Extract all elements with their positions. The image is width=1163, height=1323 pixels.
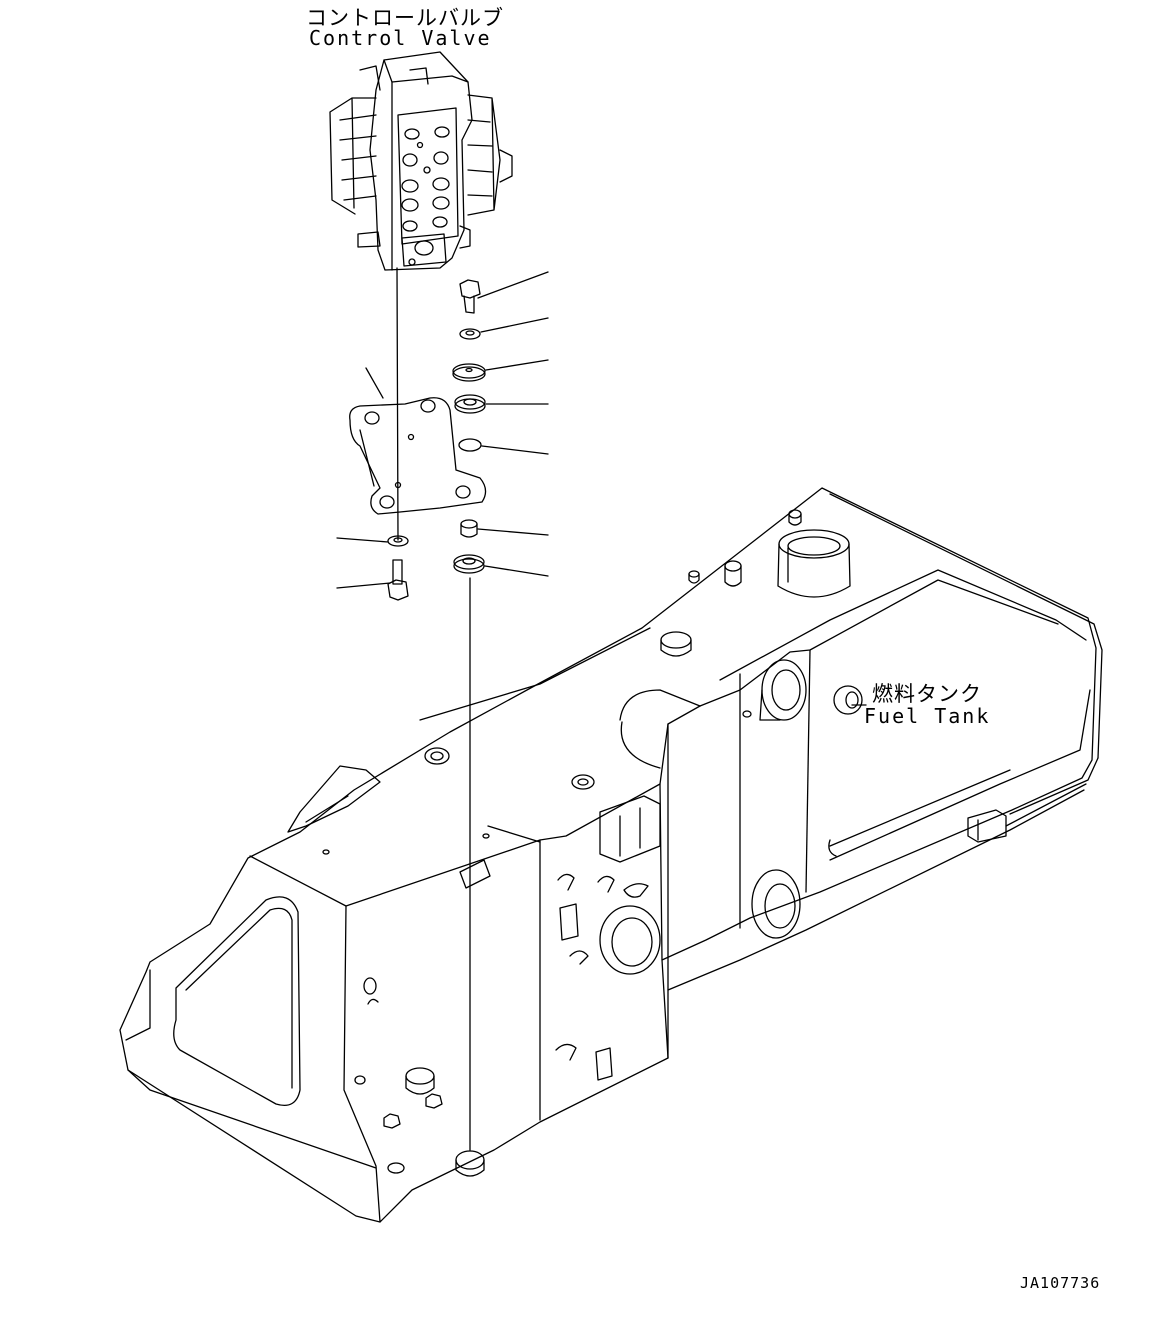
clips [368, 874, 648, 1080]
access-port-side [600, 906, 660, 974]
rubber-mount-upper [455, 395, 548, 413]
fuel-tank-label-en: Fuel Tank [864, 704, 991, 728]
rubber-mount-lower [454, 555, 548, 576]
collar [461, 520, 548, 537]
filler-neck [778, 530, 850, 597]
fuel-cap-ports [661, 510, 862, 717]
control-valve-label-jp: コントロールバルブ [306, 6, 504, 30]
o-ring [459, 439, 548, 454]
spring-washer [460, 318, 548, 339]
washer-left [337, 536, 408, 546]
mount-block [600, 796, 660, 862]
drawing-code: JA107736 [1020, 1274, 1101, 1292]
access-port-lower [752, 870, 800, 938]
valve-ports [402, 127, 449, 265]
fuel-tank-label-jp: 燃料タンク [872, 682, 982, 706]
frame-and-fuel-tank [120, 488, 1102, 1222]
bolt-left [337, 560, 408, 600]
access-port-upper [760, 660, 806, 720]
frame-bosses [323, 748, 594, 1176]
bracket-plate [350, 368, 486, 514]
connector [968, 784, 1086, 842]
bolt-top [460, 272, 548, 313]
control-valve-label-en: Control Valve [309, 26, 492, 50]
control-valve-assembly [330, 52, 512, 270]
flat-washer [453, 360, 548, 381]
